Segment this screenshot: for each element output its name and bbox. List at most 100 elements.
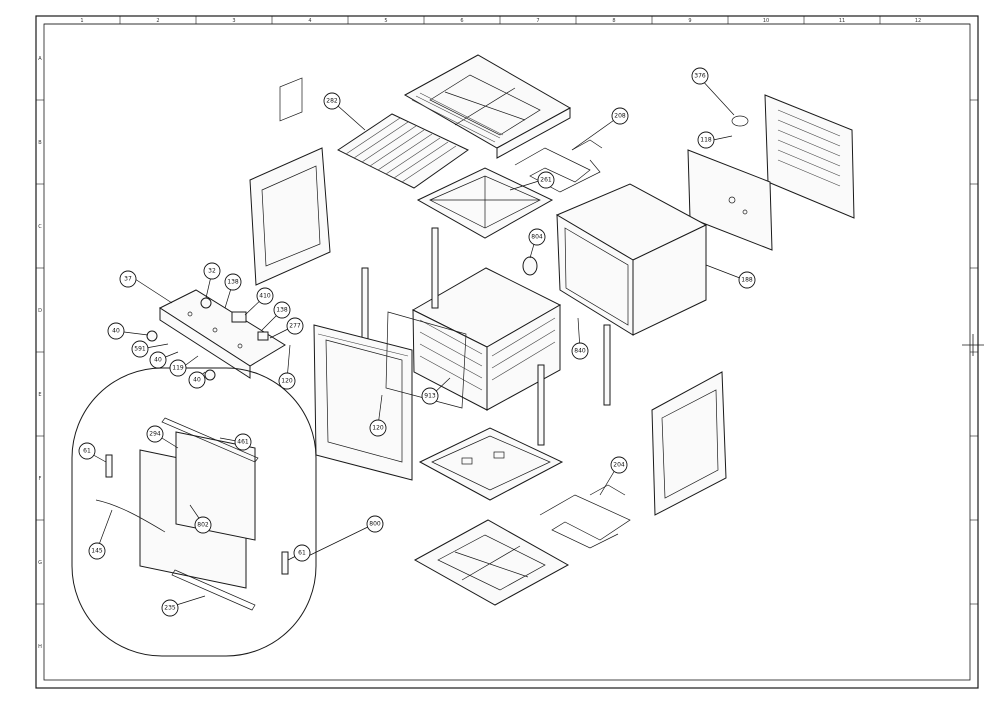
callout-61-b: 61 xyxy=(293,544,311,562)
callout-37-label: 37 xyxy=(124,276,132,283)
ruler-top-3: 3 xyxy=(232,18,235,24)
callout-61-b-label: 61 xyxy=(298,550,306,557)
callout-119: 119 xyxy=(169,359,187,377)
callout-208-label: 208 xyxy=(614,113,626,120)
ruler-top-9: 9 xyxy=(688,18,691,24)
door-assembly xyxy=(71,367,317,657)
callout-913-label: 913 xyxy=(424,393,436,400)
callout-410: 410 xyxy=(256,287,274,305)
callout-802: 802 xyxy=(194,516,212,534)
callout-40-c-label: 40 xyxy=(193,377,201,384)
callout-804: 804 xyxy=(528,228,546,246)
ruler-top-4: 4 xyxy=(308,18,311,24)
callout-800-label: 800 xyxy=(369,521,381,528)
rear-cover-plate xyxy=(687,149,773,251)
callout-188-label: 188 xyxy=(741,277,753,284)
callout-800: 800 xyxy=(366,515,384,533)
callout-840-label: 840 xyxy=(574,348,586,355)
callout-120-b: 120 xyxy=(369,419,387,437)
callout-840: 840 xyxy=(571,342,589,360)
callout-204: 204 xyxy=(610,456,628,474)
control-panel xyxy=(158,289,286,379)
callout-118: 118 xyxy=(697,131,715,149)
callout-138-a: 138 xyxy=(224,273,242,291)
rear-panel xyxy=(764,94,855,219)
ruler-top-8: 8 xyxy=(612,18,615,24)
left-side-panel xyxy=(249,77,331,286)
callout-61-a: 61 xyxy=(78,442,96,460)
fan-ring xyxy=(731,115,749,127)
cooling-fan xyxy=(522,256,538,276)
callout-119-label: 119 xyxy=(172,365,184,372)
door-seal xyxy=(385,311,467,409)
ruler-top-1: 1 xyxy=(80,18,83,24)
ruler-side-a: A xyxy=(38,56,42,62)
callout-461: 461 xyxy=(234,433,252,451)
ruler-top-11: 11 xyxy=(839,18,845,24)
right-side-panel xyxy=(651,371,727,516)
ruler-side-e: E xyxy=(38,392,41,398)
callout-235-label: 235 xyxy=(164,605,176,612)
ruler-top-5: 5 xyxy=(384,18,387,24)
top-cover-plate xyxy=(403,54,572,159)
bottom-heating-element xyxy=(539,484,631,549)
callout-40-b-label: 40 xyxy=(154,357,162,364)
callout-40-a-label: 40 xyxy=(112,328,120,335)
ruler-top-6: 6 xyxy=(460,18,463,24)
callout-32: 32 xyxy=(203,262,221,280)
callout-37: 37 xyxy=(119,270,137,288)
control-knobs xyxy=(146,297,269,381)
bottom-cover-plate xyxy=(413,519,570,606)
callout-40-c: 40 xyxy=(188,371,206,389)
callout-40-a: 40 xyxy=(107,322,125,340)
callout-376-label: 376 xyxy=(694,73,706,80)
callout-277: 277 xyxy=(286,317,304,335)
front-frame xyxy=(313,324,413,481)
ruler-top-7: 7 xyxy=(536,18,539,24)
callout-277-label: 277 xyxy=(289,323,301,330)
wire-shelf xyxy=(337,113,469,189)
callout-804-label: 804 xyxy=(531,234,543,241)
callout-591: 591 xyxy=(131,340,149,358)
callout-204-label: 204 xyxy=(613,462,625,469)
callout-235: 235 xyxy=(161,599,179,617)
callout-145: 145 xyxy=(88,542,106,560)
side-ruler: A B C D E F G H xyxy=(36,56,978,650)
callout-118-label: 118 xyxy=(700,137,712,144)
callout-913: 913 xyxy=(421,387,439,405)
callout-802-label: 802 xyxy=(197,522,209,529)
callout-145-label: 145 xyxy=(91,548,103,555)
callout-61-a-label: 61 xyxy=(83,448,91,455)
callout-410-label: 410 xyxy=(259,293,271,300)
callout-40-b: 40 xyxy=(149,351,167,369)
top-ruler: 1 2 3 4 5 6 7 8 9 10 11 12 xyxy=(44,16,970,25)
callout-461-label: 461 xyxy=(237,439,249,446)
callout-294: 294 xyxy=(146,425,164,443)
callout-188: 188 xyxy=(738,271,756,289)
callout-282: 282 xyxy=(323,92,341,110)
ruler-side-c: C xyxy=(38,224,42,230)
callout-294-label: 294 xyxy=(149,431,161,438)
callout-120-a: 120 xyxy=(278,372,296,390)
bottom-tray xyxy=(418,427,564,501)
callout-261-label: 261 xyxy=(540,177,552,184)
ruler-side-b: B xyxy=(38,140,42,146)
ruler-side-h: H xyxy=(38,644,42,650)
callout-282-label: 282 xyxy=(326,98,338,105)
callout-120-a-label: 120 xyxy=(281,378,293,385)
callout-261: 261 xyxy=(537,171,555,189)
callout-138-b-label: 138 xyxy=(276,307,288,314)
callout-120-b-label: 120 xyxy=(372,425,384,432)
ruler-top-2: 2 xyxy=(156,18,159,24)
callout-591-label: 591 xyxy=(134,346,146,353)
callout-138-b: 138 xyxy=(273,301,291,319)
callout-376: 376 xyxy=(691,67,709,85)
ruler-side-g: G xyxy=(38,560,42,566)
top-tray xyxy=(416,167,554,239)
ruler-side-f: F xyxy=(39,476,42,482)
ruler-top-12: 12 xyxy=(915,18,921,24)
ruler-side-d: D xyxy=(38,308,42,314)
callout-32-label: 32 xyxy=(208,268,216,275)
callout-138-a-label: 138 xyxy=(227,279,239,286)
